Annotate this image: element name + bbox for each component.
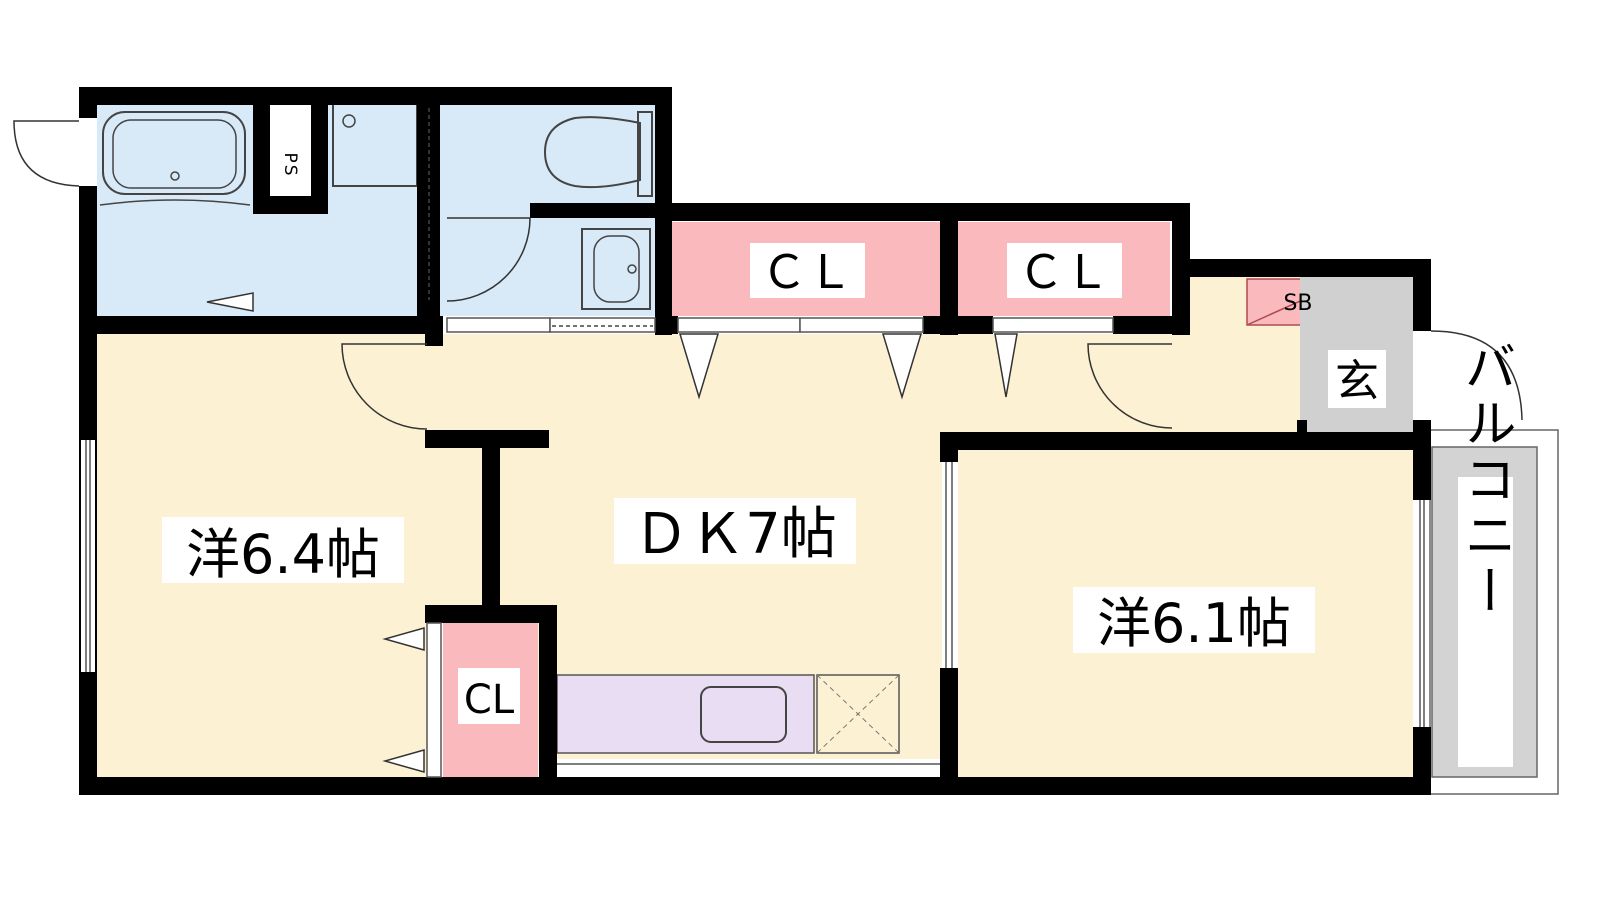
closet-2-label: ＣＬ [1018, 245, 1110, 299]
entrance-label-bg [1328, 350, 1386, 408]
room-west-floor-ext [430, 448, 485, 606]
washer-drain-icon [342, 114, 356, 128]
room-east-label-bg [1073, 587, 1315, 653]
shoe-box-label: SB [1283, 291, 1312, 316]
vanity-drain-icon [627, 264, 637, 274]
room-east-label: 洋6.1帖 [1097, 592, 1291, 655]
bath-drain-icon [170, 171, 180, 181]
dk-label: ＤＫ7帖 [633, 502, 837, 567]
window-west [81, 440, 95, 672]
closet-1-label: ＣＬ [761, 245, 853, 299]
bathtub-icon [102, 111, 246, 195]
front-door-opening [1413, 331, 1431, 420]
closet-small-label: CL [464, 677, 515, 723]
dk-label-bg [614, 498, 856, 564]
vanity-basin-icon [581, 228, 651, 310]
stove-cross-2 [816, 674, 900, 754]
closet-small-label-bg [458, 668, 520, 724]
door-triangles [206, 292, 1018, 773]
balcony-label-bg [1458, 477, 1513, 767]
room-west-label-bg [162, 517, 404, 583]
entrance-label: 玄 [1335, 356, 1379, 407]
closet-1-label-bg [750, 243, 865, 298]
closet-2-label-bg [1007, 243, 1122, 298]
vanity-bowl [593, 235, 640, 303]
room-west-label: 洋6.4帖 [186, 523, 380, 586]
toilet-icon [543, 116, 641, 189]
closet-doors [426, 317, 1114, 778]
bath-edge [99, 199, 251, 206]
walls [79, 87, 1431, 795]
bathtub-inner [112, 119, 237, 189]
bath-door-opening [79, 118, 97, 186]
pipe-space-label: PS [280, 152, 300, 177]
bath-floor [97, 104, 253, 316]
door-swings [13, 120, 1523, 430]
kitchen-sink-icon [700, 686, 787, 743]
dk-floor [430, 334, 1190, 434]
balcony-label: バルコニー [1455, 340, 1515, 620]
vanity-floor [440, 204, 655, 316]
window-east [1415, 500, 1429, 727]
kitchen-wall-window [557, 759, 940, 773]
toilet-floor [440, 104, 655, 204]
window-east-room-inner [942, 462, 956, 668]
toilet-tank [637, 111, 653, 197]
